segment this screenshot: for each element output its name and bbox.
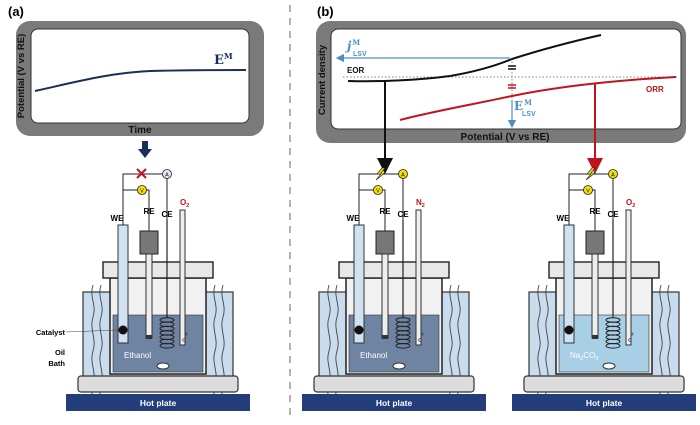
circuit-wire [359,189,386,231]
working-electrode [117,224,129,344]
circuit-wire [358,173,404,225]
reference-electrode [381,253,389,339]
down-arrow-icon [138,149,152,158]
em-label: EM [214,51,233,68]
circuit-wire [568,173,614,225]
re-tip [592,335,598,339]
voltmeter [583,185,593,195]
ammeter [608,169,618,179]
re-tip [382,335,388,339]
elsv-label: EM [514,98,532,113]
we-label: WE [347,214,361,223]
gas-tube [415,209,422,346]
hotplate-top [523,375,685,393]
panel-a-xlabel: Time [128,125,152,136]
eor-label: EOR [347,66,365,75]
jlsv-label: jM [345,38,360,53]
ce-coil [395,343,411,349]
gas-label: N2 [416,198,425,209]
voltmeter-symbol: V [586,189,590,195]
panel-a-arrow [138,141,152,158]
hotplate-label: Hot plate [586,398,623,408]
orr-label: ORR [646,85,664,94]
bubble [628,338,632,342]
bubble [630,332,634,336]
ammeter-symbol: A [401,173,405,179]
oil-label: Oil [55,348,65,357]
orr-curve [399,76,677,121]
panel-b-plot: Current density Potential (V vs RE) jM L… [316,21,686,143]
panel-a-plot: Potential (V vs RE) Time EM [16,21,264,136]
stir-bar [156,362,170,370]
elsv-sub: LSV [522,111,536,118]
catalyst-label: Catalyst [36,328,66,337]
potential-curve [34,69,247,92]
re-tip [146,335,152,339]
voltmeter [137,185,147,195]
panel-a-label: (a) [8,4,24,19]
catalyst-dot [564,325,574,335]
gas-label: O2 [180,198,189,209]
panel-b-ylabel: Current density [317,44,328,115]
hotplate-top [77,375,239,393]
re-head [375,230,395,255]
hotplate [512,394,696,411]
hotplate [66,394,250,411]
bubble [184,332,188,336]
we-label: WE [111,214,125,223]
solution-label: Ethanol [360,351,387,360]
jlsv-sub: LSV [353,51,367,58]
bubble [420,332,424,336]
hotplate-top [313,375,475,393]
solution-label: Ethanol [124,351,151,360]
ammeter-symbol: A [165,173,169,179]
circuit-wire [569,189,596,231]
circuit-wire [122,173,168,225]
voltmeter-symbol: V [376,189,380,195]
catalyst-dot [354,325,364,335]
ammeter-symbol: A [611,173,615,179]
voltmeter-symbol: V [140,189,144,195]
cross-icon [136,168,147,179]
lightning-icon [375,167,386,181]
hotplate-label: Hot plate [140,398,177,408]
bubble [418,338,422,342]
bath-label: Bath [48,359,65,368]
circuit-wire [123,189,150,231]
panel-b-label: (b) [317,4,334,19]
re-head [139,230,159,255]
eor-curve [347,34,602,83]
reference-electrode [145,253,153,339]
hotplate [302,394,486,411]
working-electrode [563,224,575,344]
gas-tube [179,209,186,346]
solution-label: Na2CO3 [570,351,598,362]
we-label: WE [557,214,571,223]
gas-tube [625,209,632,346]
ammeter [398,169,408,179]
catalyst-dot [118,325,128,335]
stir-bar [392,362,406,370]
lightning-icon [585,167,596,181]
stir-bar [602,362,616,370]
panel-a-ylabel: Potential (V vs RE) [16,34,27,118]
voltmeter [373,185,383,195]
reference-electrode [591,253,599,339]
ammeter [162,169,172,179]
catalyst-leader [65,329,119,333]
ce-coil [159,343,175,349]
re-head [585,230,605,255]
gas-label: O2 [626,198,635,209]
working-electrode [353,224,365,344]
panel-b-xlabel: Potential (V vs RE) [461,132,550,143]
ce-coil [605,343,621,349]
bubble [182,338,186,342]
hotplate-label: Hot plate [376,398,413,408]
